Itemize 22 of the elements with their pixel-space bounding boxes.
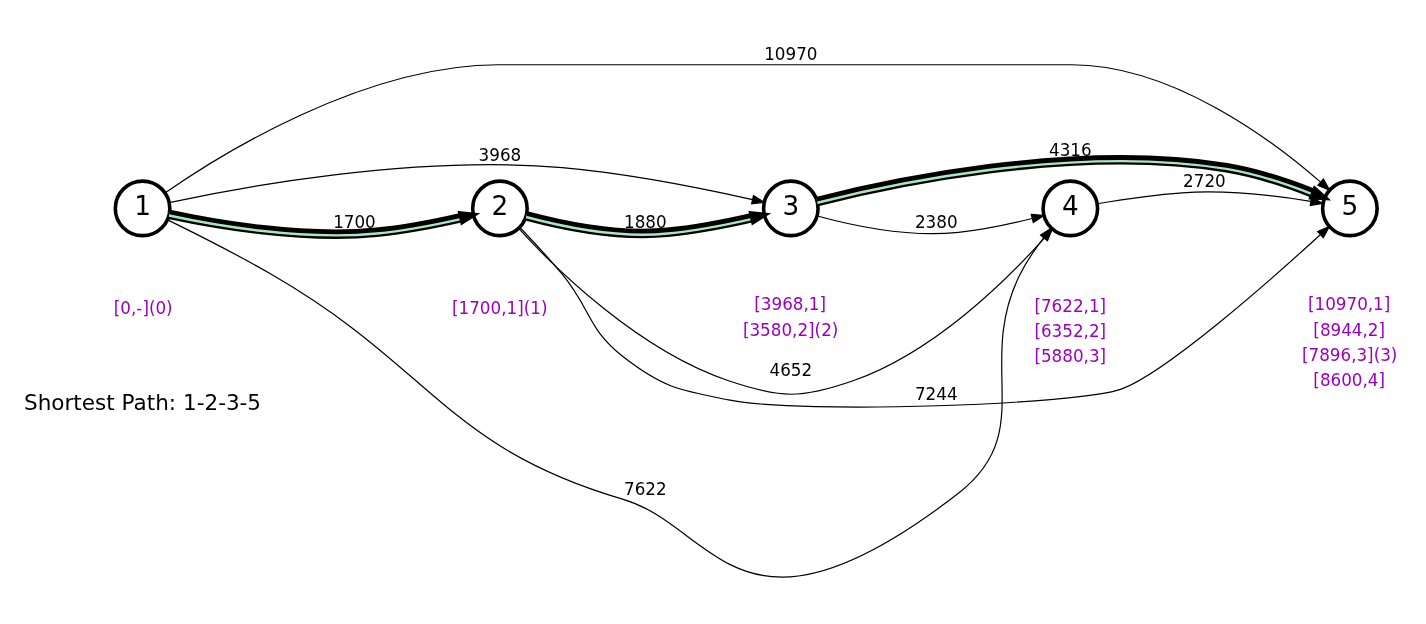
node-label: [3968,1] <box>754 294 826 315</box>
edge-label: 2720 <box>1183 171 1226 192</box>
node-label: [0,-](0) <box>113 297 173 318</box>
edge-label: 1700 <box>333 211 376 232</box>
edge-label: 4316 <box>1049 139 1092 160</box>
edge-label: 2380 <box>914 211 958 232</box>
edge-label: 7244 <box>914 384 958 405</box>
node-label: [10970,1] <box>1307 294 1391 315</box>
node-label: [6352,2] <box>1034 320 1107 341</box>
node-label: [7622,1] <box>1034 295 1107 316</box>
edge-label: 1880 <box>624 211 667 232</box>
node-label: [8600,4] <box>1313 369 1386 390</box>
edge-label: 7622 <box>624 478 667 499</box>
node-label: [1700,1](1) <box>452 297 548 318</box>
edge-label: 3968 <box>478 144 522 165</box>
node-label: [7896,3](3) <box>1301 344 1398 365</box>
node-label: [3580,2](2) <box>742 319 839 340</box>
label: Shortest Path: 1-2-3-5 <box>24 390 262 415</box>
node-label: [8944,2] <box>1313 319 1386 340</box>
node-label: [5880,3] <box>1034 345 1107 366</box>
edge-label: 10970 <box>764 44 818 65</box>
edge-label: 4652 <box>769 360 813 381</box>
